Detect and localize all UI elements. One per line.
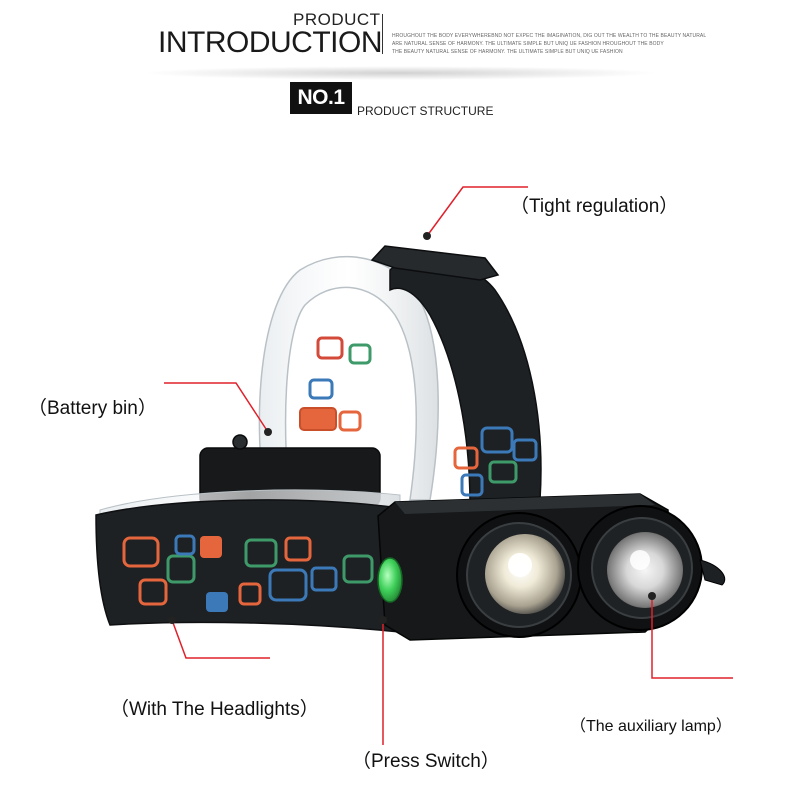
label-battery-bin: （Battery bin） [28, 398, 157, 419]
label-with-the-headlights: （With The Headlights） [110, 699, 319, 720]
callout-lines [164, 186, 733, 745]
section-number-badge: NO.1 [290, 82, 352, 114]
header-fine-print-line-2: ARE NATURAL SENSE OF HARMONY. THE ULTIMA… [392, 41, 664, 47]
header-product-text: PRODUCT [293, 10, 381, 29]
callout-dots [168, 232, 656, 624]
strap-loop [699, 559, 726, 586]
header-shadow [140, 66, 660, 80]
label-auxiliary-lamp: （The auxiliary lamp） [570, 718, 732, 735]
auxiliary-lamp [577, 505, 703, 631]
main-lamp [456, 512, 582, 638]
side-strap [95, 499, 401, 633]
header-introduction-title: INTRODUCTION [158, 26, 382, 59]
top-strap [370, 245, 542, 506]
header-fine-print-line-3: THE BEAUTY NATURAL SENSE OF HARMONY. THE… [392, 49, 623, 55]
label-tight-regulation: （Tight regulation） [510, 196, 679, 217]
label-press-switch: （Press Switch） [352, 751, 500, 772]
press-switch [377, 557, 403, 603]
header-separator [382, 14, 383, 54]
section-title: PRODUCT STRUCTURE [357, 104, 494, 118]
header-fine-print-line-1: HROUGHOUT THE BODY EVERYWHEREBND NOT EXP… [392, 33, 707, 39]
